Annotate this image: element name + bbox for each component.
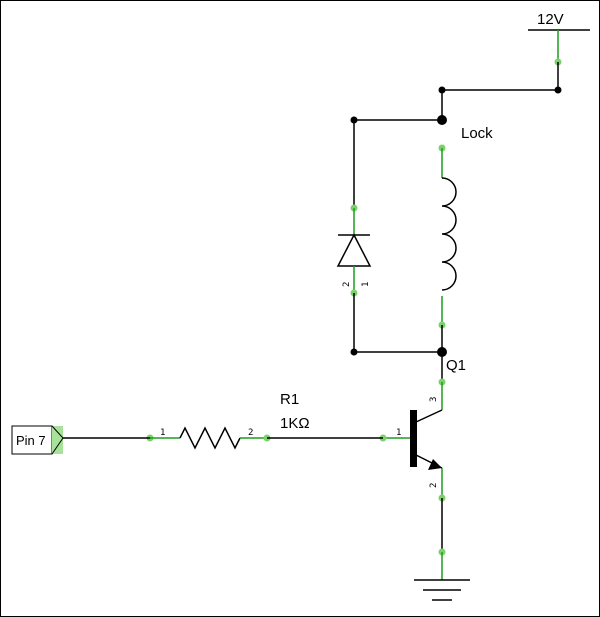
- diode-triangle-icon: [336, 233, 372, 267]
- input-label: Pin 7: [16, 433, 46, 448]
- transistor-base-bar: [410, 410, 417, 467]
- relay-coil-windings: [441, 177, 457, 291]
- resistor-r1[interactable]: R1 1KΩ 1 2: [146, 391, 310, 450]
- power-label: 12V: [537, 11, 564, 28]
- resistor-pin-1-number: 1: [160, 428, 165, 438]
- input-flag-shade: [52, 426, 63, 454]
- resistor-value: 1KΩ: [280, 415, 310, 432]
- diode-pin-anode-number: 2: [342, 282, 352, 287]
- relay-coil-lock[interactable]: Lock: [438, 125, 494, 329]
- collector-pin-number: 3: [429, 397, 439, 402]
- input-pin7[interactable]: Pin 7: [11, 425, 150, 455]
- resistor-pin-2-number: 2: [248, 428, 253, 438]
- base-pin-number: 1: [396, 428, 401, 438]
- emitter-arrow-icon: [428, 459, 442, 470]
- transistor-q1[interactable]: Q1 3 2 1: [379, 352, 467, 502]
- diode-pin-cathode-number: 1: [361, 282, 371, 287]
- collector-diagonal: [415, 409, 443, 423]
- resistor-zigzag-icon: [179, 426, 241, 450]
- power-12v[interactable]: 12V: [528, 11, 590, 94]
- ground-symbol[interactable]: [414, 498, 470, 601]
- relay-label: Lock: [461, 125, 493, 142]
- transistor-label: Q1: [446, 357, 466, 374]
- resistor-ref: R1: [280, 391, 299, 408]
- emitter-pin-number: 2: [429, 483, 439, 488]
- flyback-diode[interactable]: 2 1: [336, 120, 372, 356]
